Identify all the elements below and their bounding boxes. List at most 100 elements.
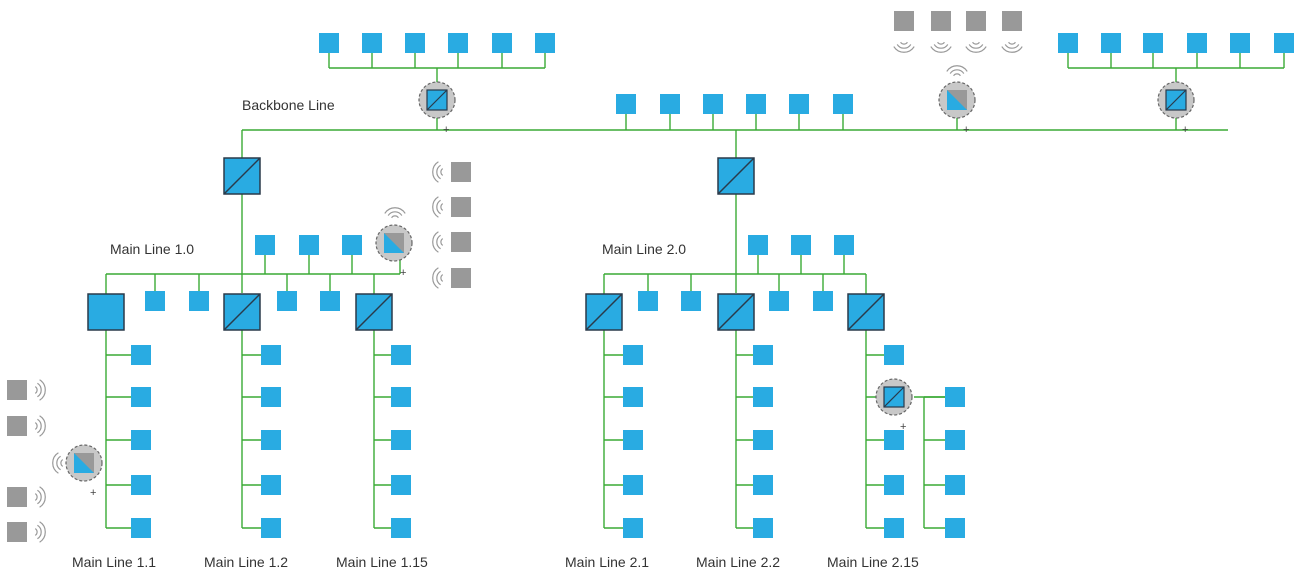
device-icon [131,475,151,495]
device-icon [623,387,643,407]
plus-sign-icon: + [90,487,96,499]
wireless-wave-icon [432,196,444,218]
main-line-2-2-label: Main Line 2.2 [696,554,781,570]
wireless-wave-icon [432,161,444,183]
plus-sign-icon: + [900,421,906,433]
wireless-device-icon [7,380,27,400]
wave-arc [387,211,403,216]
device-icon [769,291,789,311]
device-icon [945,475,965,495]
wave-arc [34,422,38,430]
device-icon [131,345,151,365]
device-icon [789,94,809,114]
device-icon [131,387,151,407]
main-line-2-15-label: Main Line 2.15 [827,554,919,570]
wireless-wave-icon [432,267,444,289]
plus-sign-icon: + [443,124,449,136]
media-coupler-icon [65,444,103,482]
device-icon [189,291,209,311]
wireless-device-icon [7,522,27,542]
wireless-device-icon [451,162,471,182]
wave-arc [937,41,945,45]
device-icon [277,291,297,311]
coupler-diagonal [426,89,448,111]
wave-arc [968,44,984,49]
device-icon [131,430,151,450]
wave-arc [384,207,406,214]
main-line-1-2-label: Main Line 1.2 [204,554,289,570]
wireless-wave-icon [52,452,64,474]
wave-arc [34,386,38,394]
device-icon [623,345,643,365]
device-icon [748,235,768,255]
wireless-wave-icon [432,231,444,253]
wave-arc [391,215,399,219]
wave-arc [440,238,444,246]
wave-arc [900,41,908,45]
device-icon [623,430,643,450]
device-icon [391,475,411,495]
device-icon [660,94,680,114]
device-icon [753,475,773,495]
wave-arc [1004,44,1020,49]
wave-arc [37,418,42,434]
wave-arc [946,65,968,72]
wireless-wave-icon [34,521,46,543]
coupler-half [384,233,404,253]
device-icon [261,475,281,495]
device-icon [535,33,555,53]
device-icon [1058,33,1078,53]
area-coupler-icon [87,293,125,331]
wireless-device-icon [451,197,471,217]
device-icon [1187,33,1207,53]
device-icon [492,33,512,53]
wave-arc [440,168,444,176]
coupler-diagonal [1165,89,1187,111]
device-icon [1143,33,1163,53]
device-icon [261,345,281,365]
device-icon [1274,33,1294,53]
wave-arc [896,44,912,49]
coupler-half [947,90,967,110]
line-coupler-icon [847,293,885,331]
device-icon [884,345,904,365]
device-icon [945,518,965,538]
line-coupler-icon [355,293,393,331]
device-icon [945,387,965,407]
device-icon [342,235,362,255]
wave-arc [436,270,441,286]
coupler-diagonal [847,293,885,331]
device-icon [362,33,382,53]
device-icon [791,235,811,255]
device-icon [813,291,833,311]
device-icon [834,235,854,255]
wave-arc [39,379,46,401]
device-icon [623,518,643,538]
wireless-device-icon [451,268,471,288]
device-icon [391,430,411,450]
media-coupler-icon [1157,81,1195,119]
device-icon [391,345,411,365]
device-icon [448,33,468,53]
wave-arc [893,46,915,53]
wave-arc [965,46,987,53]
wave-arc [34,528,38,536]
device-icon [261,430,281,450]
wireless-wave-icon [384,207,406,219]
media-coupler-icon [375,224,413,262]
main-line-2-1-label: Main Line 2.1 [565,554,650,570]
wireless-wave-icon [34,486,46,508]
wave-arc [432,161,439,183]
wireless-device-icon [931,11,951,31]
main-line-1-1-label: Main Line 1.1 [72,554,157,570]
coupler-diagonal [223,157,261,195]
wave-arc [933,44,949,49]
wireless-wave-icon [965,41,987,53]
wave-arc [432,231,439,253]
wireless-wave-icon [893,41,915,53]
wireless-device-icon [451,232,471,252]
wave-arc [930,46,952,53]
coupler-diagonal [585,293,623,331]
wireless-wave-icon [34,415,46,437]
